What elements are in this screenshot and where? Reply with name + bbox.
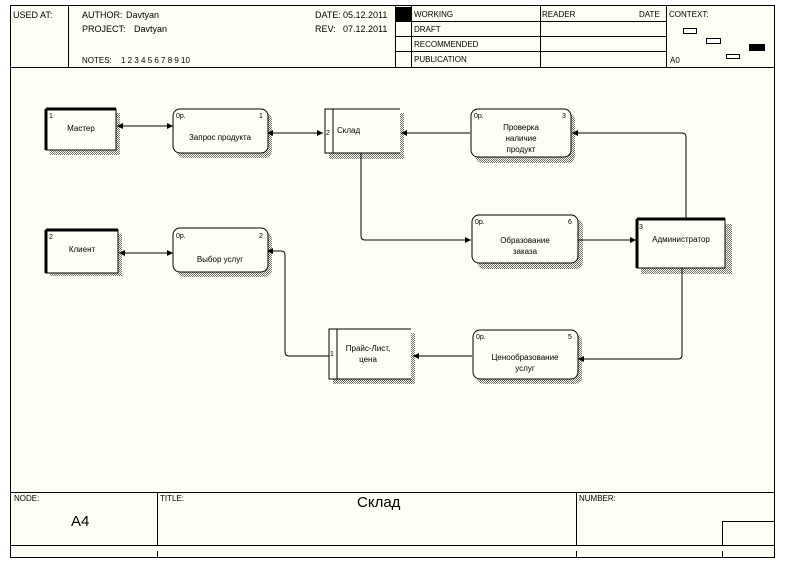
- reader-date-label: DATE: [639, 10, 660, 19]
- store-number: 1: [330, 351, 334, 358]
- rev-value: 07.12.2011: [343, 24, 388, 34]
- notes-list: 1 2 3 4 5 6 7 8 9 10: [121, 56, 190, 65]
- footer-tick: [722, 551, 723, 557]
- header-bottom-rule: [11, 67, 774, 68]
- status-recommended: RECOMMENDED: [414, 40, 479, 49]
- status-draft: DRAFT: [414, 25, 441, 34]
- process-prefix: 0р.: [475, 219, 485, 226]
- project-label: PROJECT:: [82, 24, 126, 34]
- process-number: 2: [259, 233, 263, 240]
- entity-number: 1: [49, 113, 53, 120]
- process-label: продукт: [507, 145, 536, 154]
- status-working: WORKING: [414, 10, 454, 19]
- rev-label: REV:: [315, 24, 336, 34]
- used-at-label: USED AT:: [13, 10, 53, 20]
- connector-layer: [117, 125, 687, 360]
- process-prefix: 0р.: [476, 334, 486, 341]
- diagram-title: Склад: [357, 494, 401, 511]
- flow-price-vybor: [267, 250, 329, 357]
- footer-bottom-rule: [11, 545, 774, 546]
- node-label: NODE:: [14, 494, 40, 503]
- process-obrazov[interactable]: 0р. 6 Образование заказа: [471, 214, 579, 264]
- process-label: заказа: [513, 247, 538, 256]
- context-thumb-box: [683, 28, 697, 34]
- process-prefix: 0р.: [474, 113, 484, 120]
- date-label: DATE:: [315, 10, 341, 20]
- store-label: Склад: [337, 126, 360, 135]
- process-label: Образование: [500, 236, 550, 245]
- context-thumb-box: [706, 38, 721, 44]
- header-divider: [666, 6, 667, 67]
- data-store-price[interactable]: 1 Прайс-Лист, цена: [328, 328, 411, 380]
- author-label: AUTHOR:: [82, 10, 123, 20]
- status-rule: [395, 51, 666, 52]
- process-label: услуг: [515, 364, 535, 373]
- entity-label: Мастер: [67, 124, 95, 133]
- notes-label: NOTES:: [82, 56, 112, 65]
- entity-number: 3: [639, 224, 643, 231]
- process-label: Проверка: [503, 123, 539, 132]
- process-prefix: 0р.: [176, 233, 186, 240]
- external-entity-admin[interactable]: 3 Администратор: [635, 217, 726, 269]
- process-vybor[interactable]: 0р. 2 Выбор услуг: [172, 227, 269, 273]
- entity-label: Клиент: [69, 245, 96, 254]
- flow-admin-cenoobr: [578, 268, 683, 360]
- diagram-frame: USED AT: AUTHOR: Davtyan PROJECT: Davtya…: [10, 5, 775, 558]
- store-label: Прайс-Лист,: [346, 344, 391, 353]
- header-divider: [68, 6, 69, 67]
- footer-tick: [157, 551, 158, 557]
- context-label: CONTEXT:: [669, 10, 709, 19]
- number-label: NUMBER:: [579, 494, 616, 503]
- status-rule: [395, 36, 666, 37]
- process-label: наличие: [505, 134, 537, 143]
- flow-admin-proverka: [572, 132, 687, 219]
- process-number: 5: [568, 334, 572, 341]
- footer-top-rule: [11, 492, 774, 493]
- author-value: Davtyan: [126, 10, 160, 20]
- process-number: 1: [259, 113, 263, 120]
- footer-divider: [157, 492, 158, 545]
- store-number: 2: [326, 130, 330, 137]
- status-rule: [395, 21, 666, 22]
- flow-sklad-obrazov: [360, 153, 471, 241]
- reader-label: READER: [542, 10, 576, 19]
- process-number: 6: [568, 219, 572, 226]
- node-value: A4: [71, 513, 90, 530]
- store-label: цена: [359, 355, 377, 364]
- process-number: 3: [562, 113, 566, 120]
- process-label: Ценообразование: [491, 353, 559, 362]
- process-label: Выбор услуг: [197, 255, 243, 264]
- date-value: 05.12.2011: [343, 10, 388, 20]
- process-zapros[interactable]: 0р. 1 Запрос продукта: [172, 108, 269, 154]
- external-entity-master[interactable]: 1 Мастер: [44, 107, 117, 151]
- process-proverka[interactable]: 0р. 3 Проверка наличие продукт: [470, 108, 572, 158]
- number-box: [722, 521, 775, 546]
- context-thumb-current: [749, 44, 765, 51]
- entity-label: Администратор: [652, 235, 710, 244]
- entity-number: 2: [49, 234, 53, 241]
- process-cenoobr[interactable]: 0р. 5 Ценообразование услуг: [472, 329, 579, 380]
- footer-divider: [576, 492, 577, 545]
- process-prefix: 0р.: [176, 113, 186, 120]
- footer-tick: [576, 551, 577, 557]
- arrowhead-layer: [117, 123, 636, 362]
- title-label: TITLE:: [160, 494, 185, 503]
- context-thumb-box: [726, 54, 740, 59]
- status-publication: PUBLICATION: [414, 55, 467, 64]
- process-label: Запрос продукта: [189, 133, 252, 142]
- working-status-marker: [396, 7, 411, 21]
- data-store-sklad[interactable]: 2 Склад: [324, 108, 400, 154]
- context-node: A0: [670, 56, 680, 65]
- project-value: Davtyan: [134, 24, 168, 34]
- external-entity-client[interactable]: 2 Клиент: [44, 228, 119, 274]
